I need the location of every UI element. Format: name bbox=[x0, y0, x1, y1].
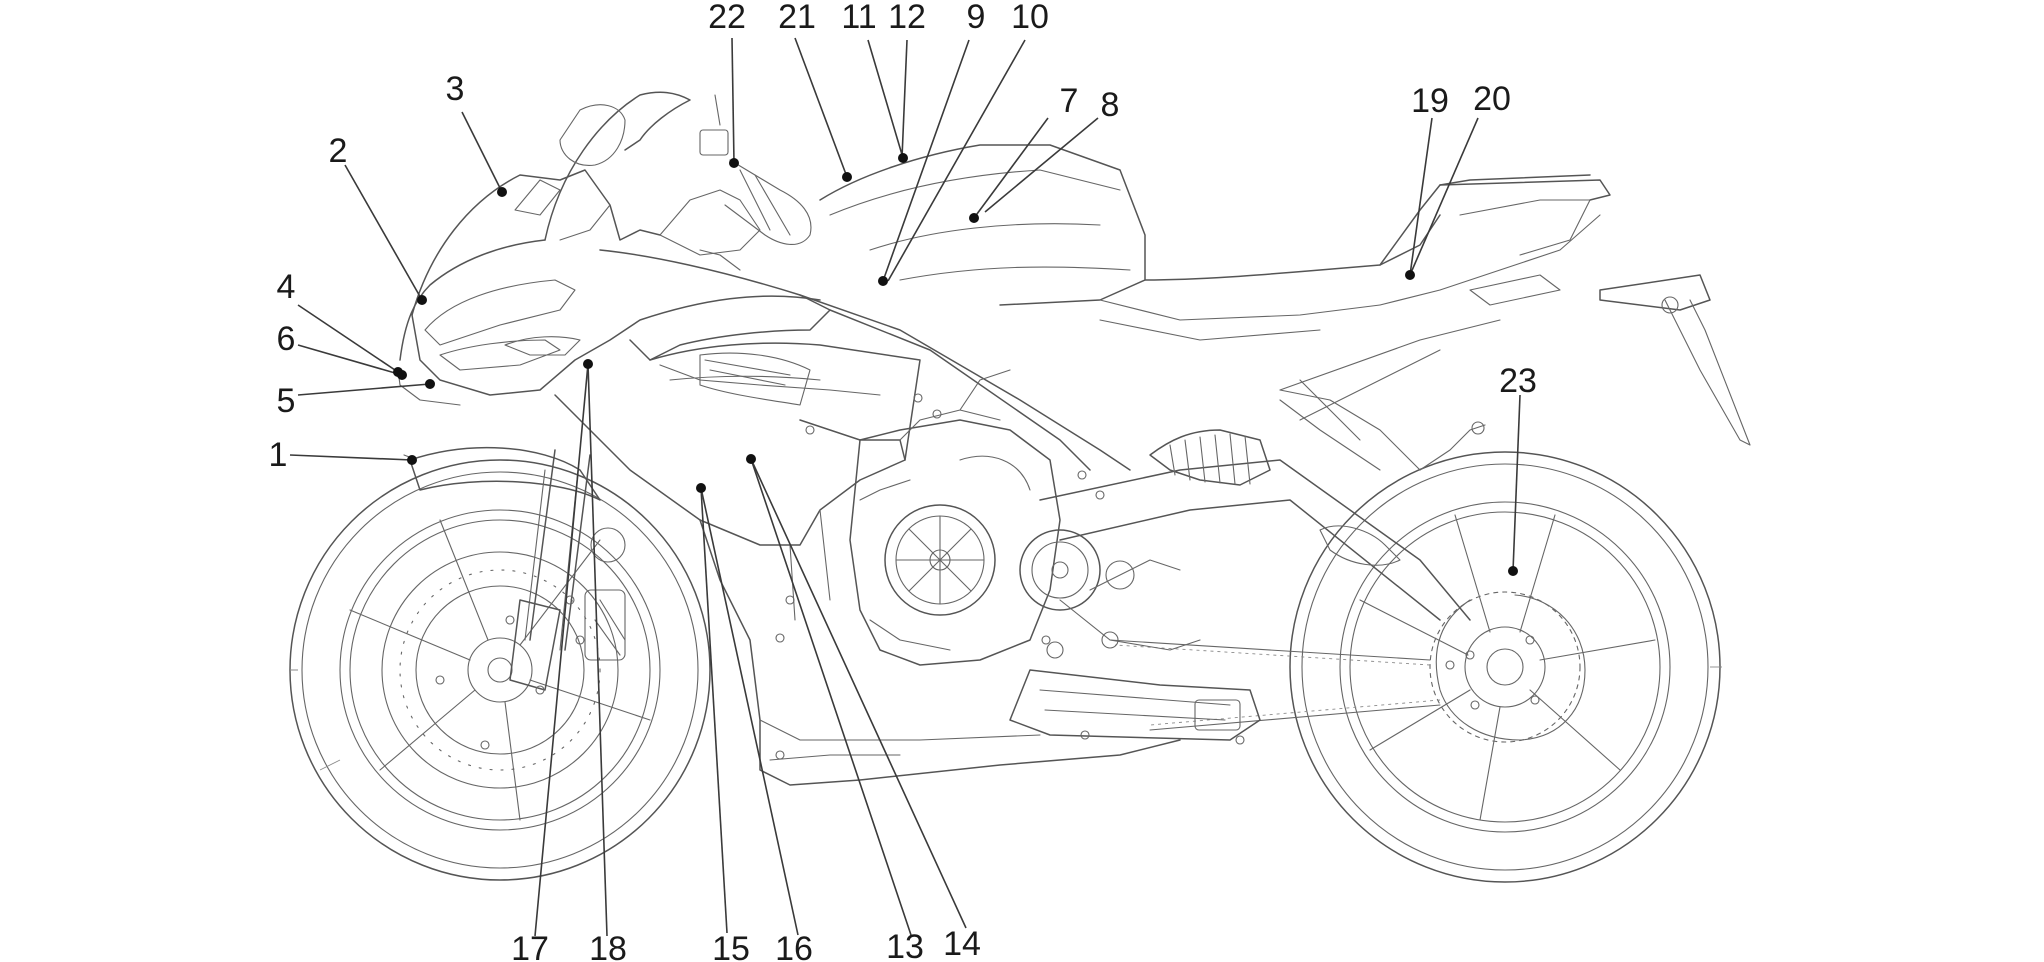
engine bbox=[849, 369, 1261, 741]
callout-label-17: 17 bbox=[511, 930, 549, 962]
callout-dot-22 bbox=[729, 158, 739, 168]
callout-label-7: 7 bbox=[1060, 82, 1079, 120]
callout-label-4: 4 bbox=[277, 268, 296, 306]
callout-dot-2 bbox=[417, 295, 427, 305]
callout-dot-6 bbox=[397, 370, 407, 380]
side-fairing bbox=[554, 249, 1181, 786]
callout-label-8: 8 bbox=[1101, 86, 1120, 124]
callout-label-9: 9 bbox=[967, 0, 986, 36]
callout-label-13: 13 bbox=[886, 928, 924, 962]
callout-label-6: 6 bbox=[277, 320, 296, 358]
frame-swingarm bbox=[799, 294, 1501, 621]
callout-label-10: 10 bbox=[1011, 0, 1049, 36]
callout-label-11: 11 bbox=[841, 0, 876, 36]
callout-label-2: 2 bbox=[329, 132, 348, 170]
callout-labels: 1 2 3 4 5 6 7 8 9 10 11 12 13 14 15 16 1… bbox=[269, 0, 1537, 962]
callout-label-15: 15 bbox=[712, 930, 750, 962]
callout-label-12: 12 bbox=[888, 0, 926, 36]
callout-label-14: 14 bbox=[943, 925, 981, 962]
callout-dot-13 bbox=[746, 454, 756, 464]
callout-dot-5 bbox=[425, 379, 435, 389]
callout-label-16: 16 bbox=[775, 930, 813, 962]
callout-dot-1 bbox=[407, 455, 417, 465]
handlebar bbox=[659, 94, 812, 271]
leader-lines bbox=[289, 37, 1521, 937]
fastener-markers bbox=[435, 393, 1540, 760]
callout-dot-17 bbox=[583, 359, 593, 369]
rear-shock bbox=[1149, 429, 1271, 486]
callout-dot-7 bbox=[969, 213, 979, 223]
callout-label-1: 1 bbox=[269, 436, 288, 474]
callout-label-23: 23 bbox=[1499, 362, 1537, 400]
callout-label-19: 19 bbox=[1411, 82, 1449, 120]
motorcycle-drawing bbox=[289, 91, 1751, 883]
callout-label-21: 21 bbox=[778, 0, 816, 36]
front-wheel bbox=[289, 459, 711, 881]
callout-dot-15 bbox=[696, 483, 706, 493]
callout-dot-19 bbox=[1405, 270, 1415, 280]
leader-dots bbox=[393, 153, 1518, 576]
front-fairing bbox=[397, 91, 821, 406]
callout-dot-23 bbox=[1508, 566, 1518, 576]
callout-dot-11 bbox=[898, 153, 908, 163]
callout-dot-9 bbox=[878, 276, 888, 286]
tank-and-seat bbox=[819, 144, 1441, 341]
callout-label-18: 18 bbox=[589, 930, 627, 962]
callout-label-3: 3 bbox=[446, 70, 465, 108]
rear-wheel bbox=[1109, 451, 1722, 883]
callout-dot-21 bbox=[842, 172, 852, 182]
callout-dot-3 bbox=[497, 187, 507, 197]
callout-label-22: 22 bbox=[708, 0, 746, 36]
callout-label-20: 20 bbox=[1473, 80, 1511, 118]
callout-label-5: 5 bbox=[277, 382, 296, 420]
